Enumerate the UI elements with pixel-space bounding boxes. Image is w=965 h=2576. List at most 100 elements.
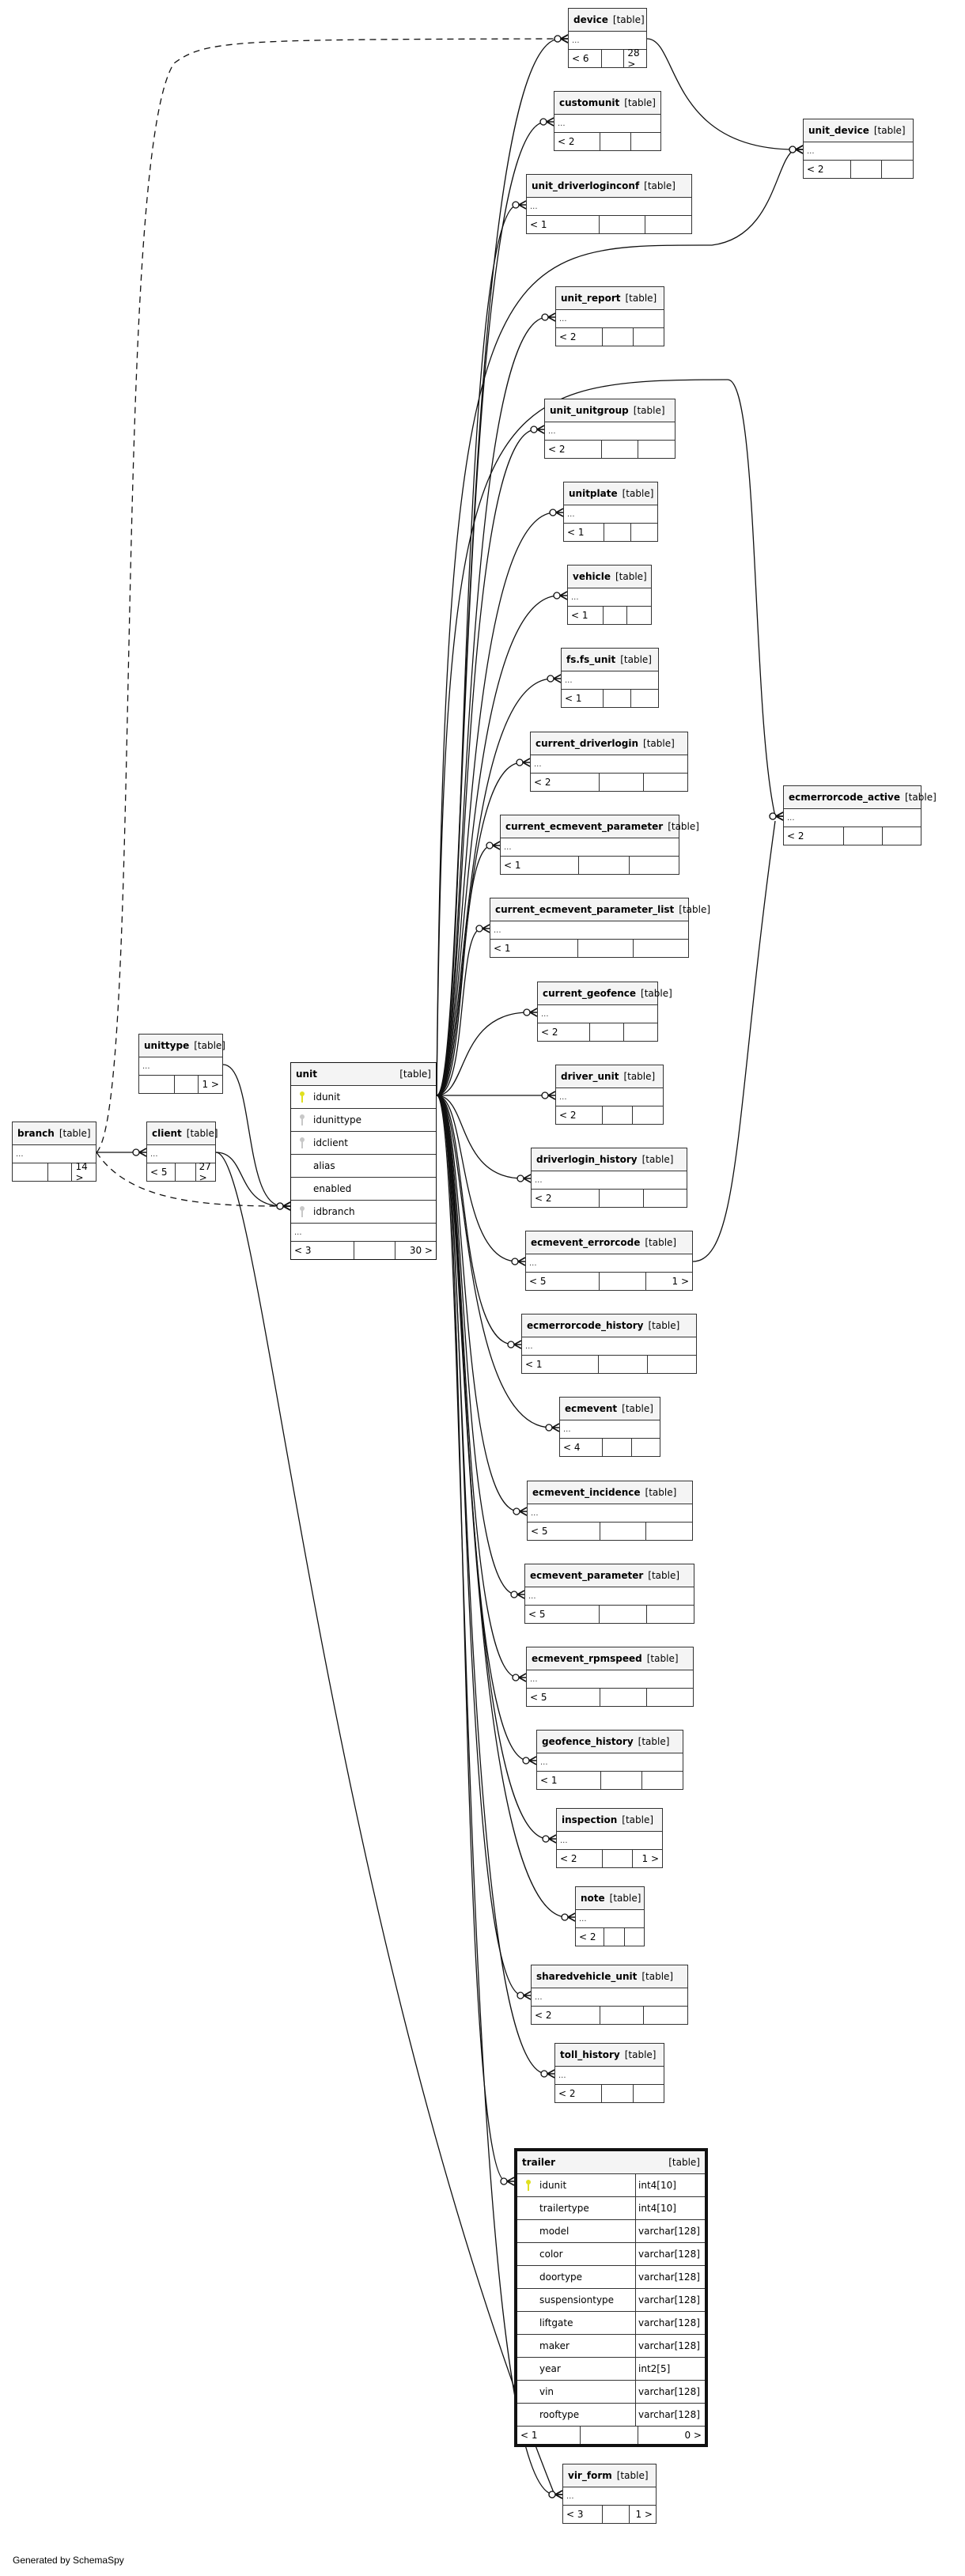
parents-count[interactable]: < 5 — [525, 1606, 600, 1623]
children-count[interactable] — [631, 690, 658, 707]
children-count[interactable] — [624, 1023, 657, 1041]
children-count[interactable] — [647, 1689, 693, 1706]
children-count[interactable]: 30 > — [409, 1245, 433, 1256]
table-geofence_history[interactable]: geofence_history[table]...< 1 — [536, 1730, 683, 1790]
column-row[interactable]: idclient — [291, 1132, 436, 1155]
parents-count[interactable]: < 2 — [554, 133, 601, 150]
table-unit_device[interactable]: unit_device[table]...< 2 — [803, 119, 914, 179]
parents-count[interactable]: < 1 — [522, 1356, 600, 1373]
parents-count[interactable]: < 1 — [568, 607, 604, 624]
table-fs_unit[interactable]: fs.fs_unit[table]...< 1 — [561, 648, 659, 708]
children-count[interactable] — [882, 161, 913, 178]
column-row[interactable]: idunit — [291, 1086, 436, 1109]
parents-count[interactable]: < 1 — [527, 216, 600, 233]
children-count[interactable] — [642, 1772, 683, 1789]
parents-count[interactable]: < 2 — [532, 1190, 600, 1207]
parents-count[interactable]: < 2 — [576, 1928, 605, 1946]
table-ecmevent_rpmspeed[interactable]: ecmevent_rpmspeed[table]...< 5 — [526, 1647, 694, 1707]
children-count[interactable] — [644, 774, 687, 791]
table-sharedvehicle_unit[interactable]: sharedvehicle_unit[table]...< 2 — [531, 1965, 688, 2025]
children-count[interactable] — [647, 1606, 694, 1623]
parents-count[interactable]: < 4 — [560, 1439, 604, 1456]
children-count[interactable] — [625, 1928, 644, 1946]
children-count[interactable] — [631, 524, 657, 541]
parents-count[interactable]: < 2 — [784, 827, 844, 845]
children-count[interactable] — [883, 827, 921, 845]
parents-count[interactable] — [13, 1163, 48, 1181]
parents-count[interactable]: < 1 — [564, 524, 604, 541]
children-count[interactable] — [634, 328, 664, 346]
parents-count[interactable]: < 1 — [537, 1772, 601, 1789]
children-count[interactable]: 28 > — [627, 47, 640, 70]
parents-count[interactable]: < 2 — [532, 2007, 600, 2024]
table-driverlogin_history[interactable]: driverlogin_history[table]...< 2 — [531, 1148, 687, 1208]
table-unit_unitgroup[interactable]: unit_unitgroup[table]...< 2 — [544, 399, 676, 459]
parents-count[interactable]: < 3 — [291, 1242, 355, 1259]
children-count[interactable] — [638, 441, 675, 458]
parents-count[interactable]: < 2 — [556, 1106, 603, 1124]
children-count[interactable] — [631, 133, 660, 150]
children-count[interactable]: 1 > — [641, 1853, 660, 1864]
children-count[interactable] — [644, 2007, 687, 2024]
table-ecmevent_parameter[interactable]: ecmevent_parameter[table]...< 5 — [524, 1564, 694, 1624]
children-count[interactable] — [634, 2085, 664, 2102]
parents-count[interactable]: < 5 — [526, 1273, 600, 1290]
children-count[interactable] — [648, 1356, 696, 1373]
table-current_driverlogin[interactable]: current_driverlogin[table]...< 2 — [530, 732, 688, 792]
children-count[interactable] — [633, 1106, 663, 1124]
parents-count[interactable]: < 2 — [545, 441, 602, 458]
children-count[interactable] — [634, 940, 688, 957]
children-count[interactable]: 27 > — [199, 1161, 211, 1183]
column-row[interactable]: alias — [291, 1155, 436, 1178]
children-count[interactable]: 1 > — [635, 2509, 653, 2520]
table-unit_driverloginconf[interactable]: unit_driverloginconf[table]...< 1 — [526, 174, 692, 234]
children-count[interactable] — [646, 1523, 692, 1540]
parents-count[interactable]: < 2 — [538, 1023, 590, 1041]
parents-count[interactable]: < 2 — [556, 328, 603, 346]
parents-count[interactable]: < 6 — [569, 50, 602, 67]
column-row[interactable]: idunittype — [291, 1109, 436, 1132]
children-count[interactable] — [644, 1190, 687, 1207]
parents-count[interactable]: < 2 — [531, 774, 600, 791]
table-customunit[interactable]: customunit[table]...< 2 — [554, 91, 661, 151]
parents-count[interactable]: < 1 — [562, 690, 604, 707]
children-count[interactable] — [632, 1439, 660, 1456]
table-toll_history[interactable]: toll_history[table]...< 2 — [554, 2043, 664, 2103]
table-current_ecmevent_parameter[interactable]: current_ecmevent_parameter[table]...< 1 — [500, 815, 699, 875]
table-unitplate[interactable]: unitplate[table]...< 1 — [563, 482, 658, 542]
table-note[interactable]: note[table]...< 2 — [575, 1886, 645, 1946]
table-ecmevent[interactable]: ecmevent[table]...< 4 — [559, 1397, 660, 1457]
table-ecmerrorcode_history[interactable]: ecmerrorcode_history[table]...< 1 — [521, 1314, 697, 1374]
children-count[interactable]: 1 > — [672, 1276, 690, 1287]
parents-count[interactable]: < 1 — [501, 857, 580, 874]
parents-count[interactable]: < 2 — [557, 1850, 603, 1867]
children-count[interactable] — [645, 216, 691, 233]
parents-count[interactable]: < 2 — [804, 161, 851, 178]
children-count[interactable] — [630, 857, 679, 874]
column-row[interactable]: idbranch — [291, 1201, 436, 1224]
table-vehicle[interactable]: vehicle[table]...< 1 — [567, 565, 652, 625]
table-current_ecmevent_parameter_list[interactable]: current_ecmevent_parameter_list[table]..… — [490, 898, 710, 958]
column-row[interactable]: enabled — [291, 1178, 436, 1201]
table-branch[interactable]: branch[table]...14 > — [12, 1122, 96, 1183]
table-ecmerrorcode_active[interactable]: ecmerrorcode_active[table]...< 2 — [783, 785, 937, 845]
parents-count[interactable]: < 1 — [490, 940, 578, 957]
parents-count[interactable] — [139, 1076, 175, 1093]
table-unit_report[interactable]: unit_report[table]...< 2 — [555, 286, 664, 346]
parents-count[interactable]: < 2 — [555, 2085, 603, 2102]
parents-count[interactable]: < 5 — [527, 1689, 600, 1706]
